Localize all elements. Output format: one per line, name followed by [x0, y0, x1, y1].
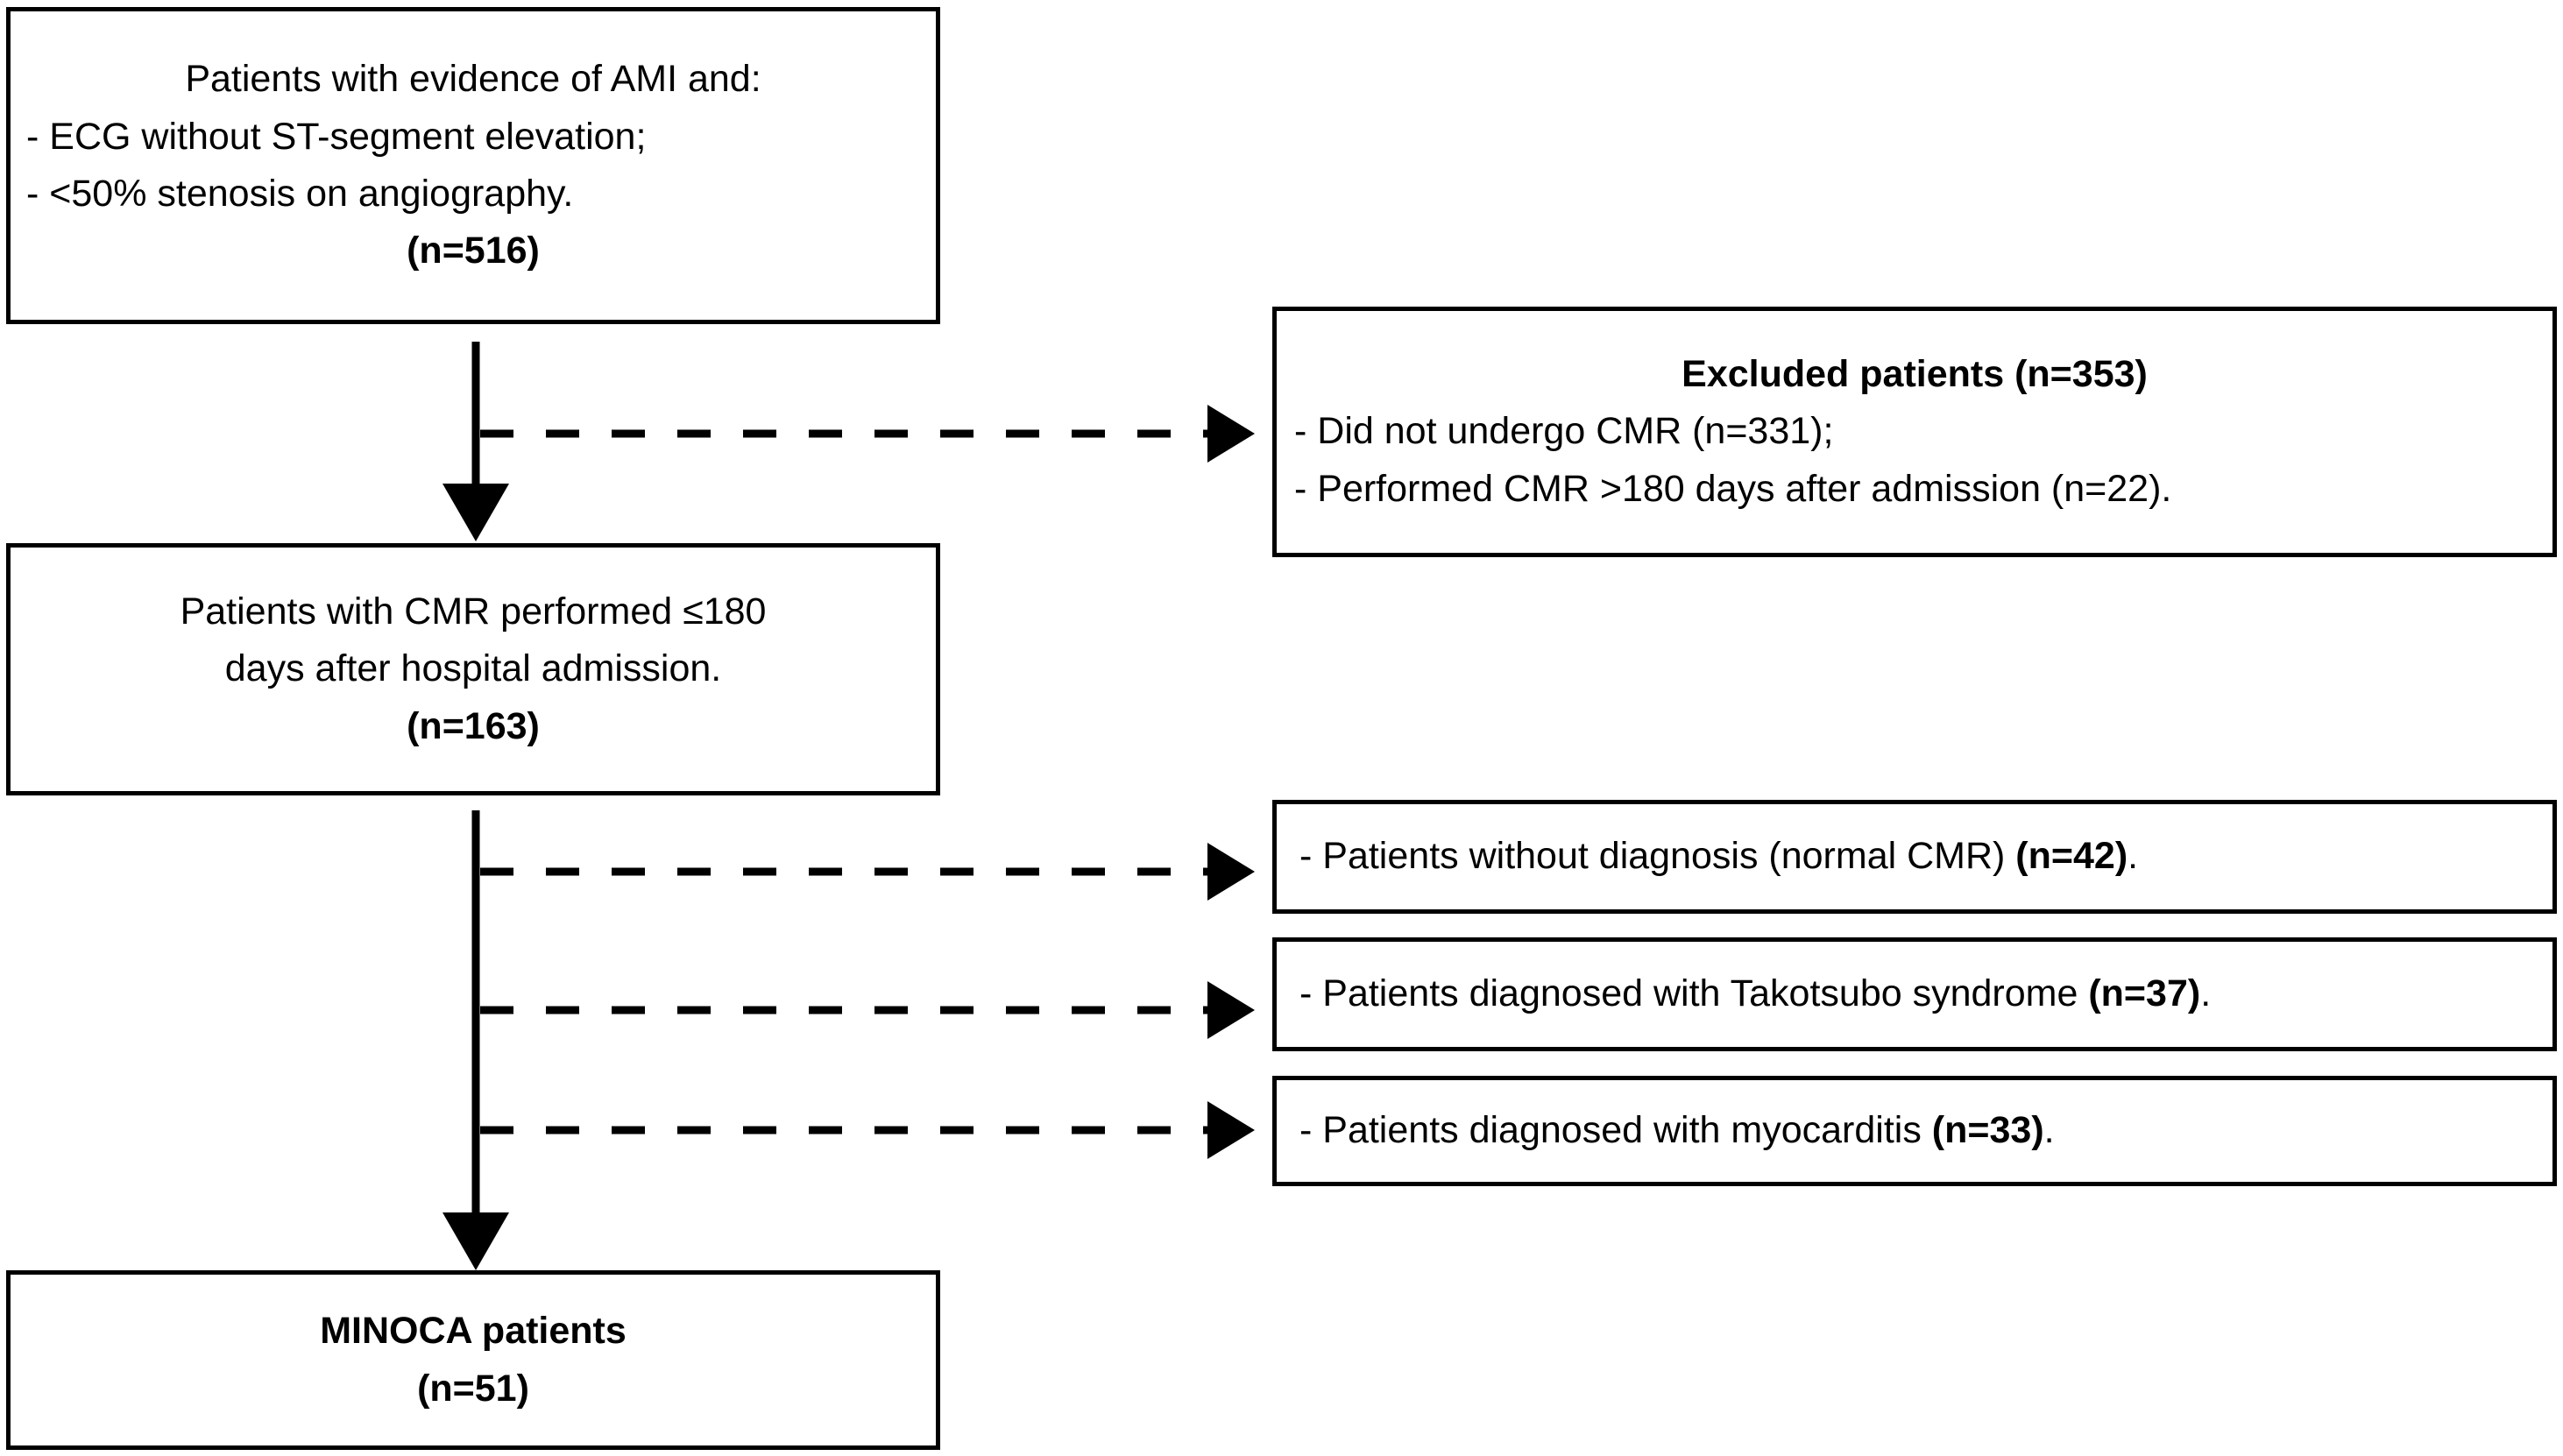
box-no-diagnosis: - Patients without diagnosis (normal CMR…	[1272, 800, 2557, 914]
box-cmr-performed: Patients with CMR performed ≤180 days af…	[6, 543, 940, 795]
arrow-cmr-to-minoca	[443, 810, 509, 1270]
no-diagnosis-text: - Patients without diagnosis (normal CMR…	[1277, 828, 2552, 885]
excluded-heading: Excluded patients (n=353)	[1682, 352, 2148, 395]
arrow-exclusion-no-diagnosis	[480, 843, 1255, 901]
inclusion-count: (n=516)	[407, 230, 540, 272]
cmr-performed-line-1: Patients with CMR performed ≤180	[180, 590, 767, 633]
myocarditis-text-prefix: - Patients diagnosed with myocarditis	[1299, 1109, 1932, 1152]
inclusion-line-3: - <50% stenosis on angiography.	[26, 173, 574, 215]
inclusion-line-1: Patients with evidence of AMI and:	[185, 58, 761, 101]
cmr-performed-line-2: days after hospital admission.	[224, 647, 722, 690]
box-minoca: MINOCA patients (n=51)	[6, 1270, 940, 1450]
box-excluded: Excluded patients (n=353) - Did not unde…	[1272, 307, 2557, 557]
takotsubo-text-prefix: - Patients diagnosed with Takotsubo synd…	[1299, 972, 2089, 1015]
no-diagnosis-count: (n=42)	[2015, 835, 2128, 878]
myocarditis-count: (n=33)	[1931, 1109, 2044, 1152]
myocarditis-text: - Patients diagnosed with myocarditis (n…	[1277, 1102, 2552, 1159]
cmr-performed-count: (n=163)	[407, 704, 540, 747]
no-diagnosis-text-suffix: .	[2128, 835, 2139, 878]
excluded-line-2: - Performed CMR >180 days after admissio…	[1294, 467, 2172, 510]
minoca-count: (n=51)	[417, 1367, 529, 1410]
arrow-exclusion-1	[480, 405, 1255, 463]
box-takotsubo: - Patients diagnosed with Takotsubo synd…	[1272, 937, 2557, 1051]
no-diagnosis-text-prefix: - Patients without diagnosis (normal CMR…	[1299, 835, 2016, 878]
inclusion-line-2: - ECG without ST-segment elevation;	[26, 115, 647, 158]
arrow-exclusion-takotsubo	[480, 981, 1255, 1039]
takotsubo-text-suffix: .	[2200, 972, 2212, 1015]
arrow-inclusion-to-cmr	[443, 342, 509, 541]
box-myocarditis: - Patients diagnosed with myocarditis (n…	[1272, 1076, 2557, 1186]
excluded-line-1: - Did not undergo CMR (n=331);	[1294, 410, 1834, 453]
myocarditis-text-suffix: .	[2043, 1109, 2055, 1152]
takotsubo-text: - Patients diagnosed with Takotsubo synd…	[1277, 965, 2552, 1022]
takotsubo-count: (n=37)	[2088, 972, 2201, 1015]
box-inclusion: Patients with evidence of AMI and: - ECG…	[6, 7, 940, 324]
arrow-exclusion-myocarditis	[480, 1101, 1255, 1159]
minoca-title: MINOCA patients	[320, 1310, 627, 1353]
